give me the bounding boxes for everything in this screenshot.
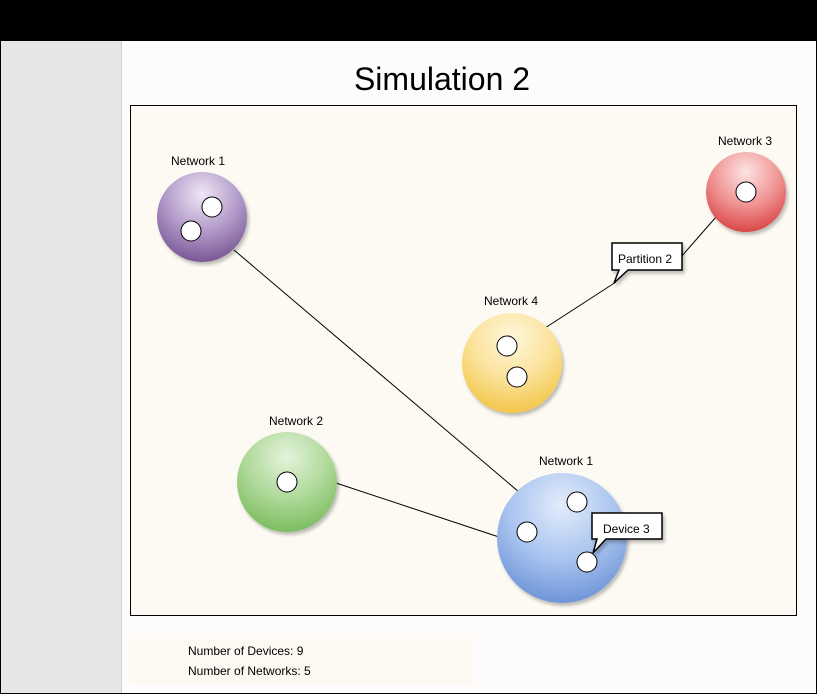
network-canvas[interactable]: Network 1 Network 3 Network 4 Network 2 <box>130 105 797 616</box>
device-node[interactable] <box>566 491 588 513</box>
network-node-2[interactable] <box>237 432 337 532</box>
network-count-label: Number of Networks: <box>188 664 301 678</box>
device-node[interactable] <box>506 366 528 388</box>
network-label: Network 2 <box>269 414 323 428</box>
network-count-value: 5 <box>304 664 311 678</box>
device-count-value: 9 <box>296 644 304 658</box>
device-node[interactable] <box>576 551 598 573</box>
network-node-1[interactable] <box>157 172 247 262</box>
link-partition-to-network3 <box>680 216 717 258</box>
network-node-1b[interactable] <box>497 473 627 603</box>
network-diagram: Network 1 Network 3 Network 4 Network 2 <box>157 134 786 603</box>
link-network2-to-network1b <box>335 482 500 538</box>
network-label: Network 3 <box>718 134 772 148</box>
device-callout[interactable]: Device 3 <box>591 512 663 554</box>
top-bar <box>1 1 816 41</box>
stats-panel: Number of Devices: 9 Number of Networks:… <box>129 639 472 683</box>
device-node[interactable] <box>516 521 538 543</box>
device-node[interactable] <box>201 196 223 218</box>
device-count: Number of Devices: 9 <box>188 644 303 658</box>
device-node[interactable] <box>735 181 757 203</box>
network-node-3[interactable] <box>706 152 786 232</box>
network-label: Network 1 <box>171 154 225 168</box>
network-node-4[interactable] <box>462 313 562 413</box>
partition-callout-text: Partition 2 <box>618 252 672 266</box>
device-node[interactable] <box>180 220 202 242</box>
network-count: Number of Networks: 5 <box>188 664 311 678</box>
device-callout-text: Device 3 <box>603 522 650 536</box>
partition-callout[interactable]: Partition 2 <box>611 242 683 284</box>
left-panel <box>1 41 122 693</box>
link-network4-to-partition <box>544 281 617 329</box>
device-node[interactable] <box>496 335 518 357</box>
network-label: Network 4 <box>484 294 538 308</box>
device-count-label: Number of Devices: <box>188 644 294 658</box>
device-node[interactable] <box>276 471 298 493</box>
page-title: Simulation 2 <box>353 61 531 97</box>
network-label: Network 1 <box>539 454 593 468</box>
link-network1-to-network1b <box>233 249 520 493</box>
